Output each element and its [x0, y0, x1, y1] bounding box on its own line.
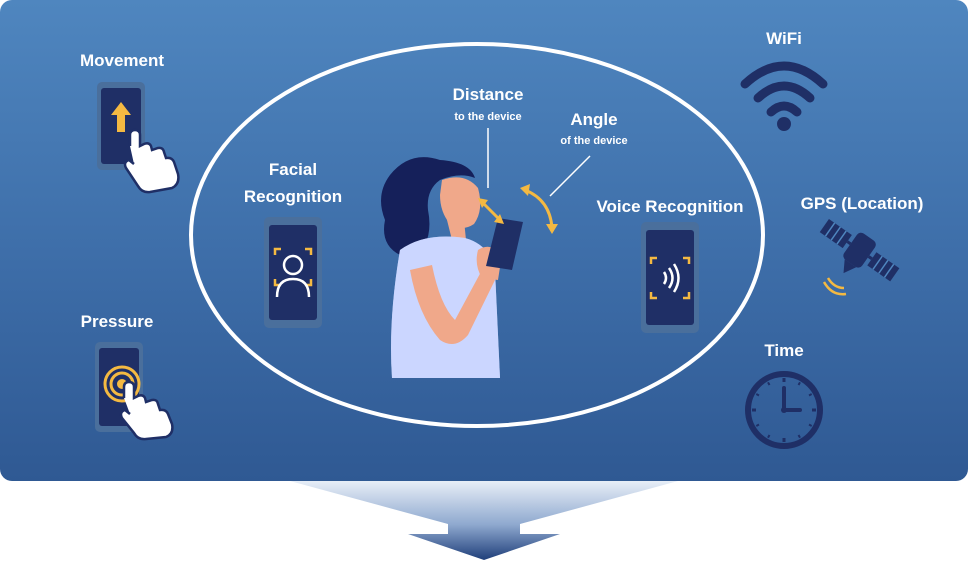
label-voice-recognition: Voice Recognition — [596, 197, 744, 216]
label-movement: Movement — [79, 51, 165, 70]
label-distance: Distance — [452, 85, 524, 104]
context-ellipse — [0, 0, 968, 481]
clock-icon — [745, 371, 823, 449]
diagram-panel — [0, 0, 968, 481]
label-angle: Angle — [570, 110, 618, 129]
label-facial-recognition-line2: Recognition — [243, 187, 343, 206]
face-scan-phone-icon — [264, 217, 322, 328]
label-gps: GPS (Location) — [800, 194, 924, 213]
label-wifi: WiFi — [766, 29, 802, 48]
person-holding-phone-illustration — [381, 157, 558, 378]
label-distance-sub: to the device — [454, 111, 522, 123]
phone-press-icon — [95, 342, 174, 441]
phone-swipe-up-icon — [97, 82, 180, 194]
label-angle-sub: of the device — [560, 135, 628, 147]
callout-lines — [0, 0, 968, 481]
satellite-icon — [819, 218, 900, 296]
wifi-icon — [740, 61, 828, 131]
label-pressure: Pressure — [80, 312, 154, 331]
voice-scan-phone-icon — [641, 222, 699, 333]
label-time: Time — [764, 341, 804, 360]
label-facial-recognition-line1: Facial — [268, 160, 318, 179]
